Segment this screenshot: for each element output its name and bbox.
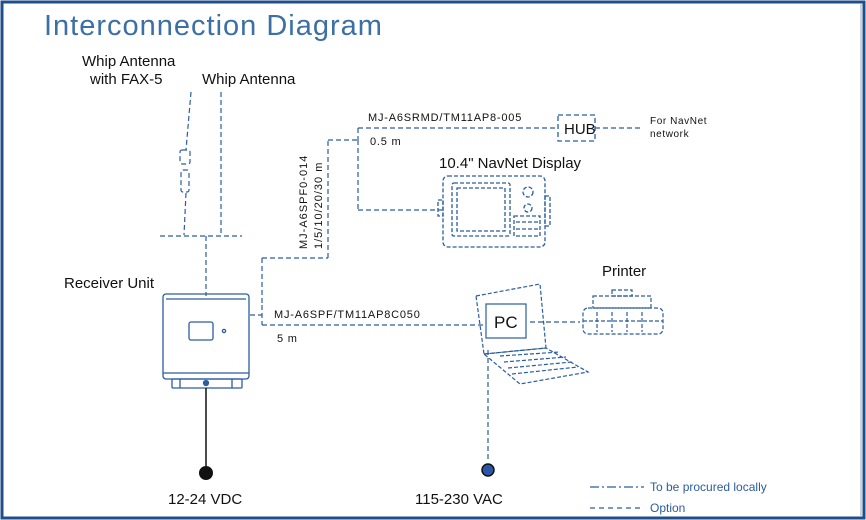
cable-hub-length: 0.5 m <box>370 136 402 148</box>
navnet-display <box>437 175 551 248</box>
dc-power-label: 12-24 VDC <box>168 491 242 508</box>
whip-antenna-fax5 <box>179 91 192 236</box>
navnet-network-label-2: network <box>650 129 690 140</box>
hub-box <box>557 114 596 142</box>
connection-lines <box>160 127 640 462</box>
pc-label: PC <box>494 313 518 332</box>
cable-pc-model: MJ-A6SPF/TM11AP8C050 <box>274 309 421 321</box>
ac-power-terminal-icon <box>481 463 495 477</box>
legend-local-label: To be procured locally <box>650 480 767 494</box>
pc-laptop <box>475 283 590 385</box>
dc-power-terminal-icon <box>199 466 213 480</box>
receiver-unit <box>162 293 250 389</box>
cable-display-lengths: 1/5/10/20/30 m <box>313 162 325 249</box>
hub-label: HUB <box>564 121 596 138</box>
diagram-title: Interconnection Diagram <box>44 10 383 42</box>
printer-label: Printer <box>602 263 646 280</box>
legend-option-label: Option <box>650 501 685 515</box>
ac-power-label: 115-230 VAC <box>415 491 503 508</box>
cable-pc-length: 5 m <box>277 333 298 345</box>
cable-display-model: MJ-A6SPF0-014 <box>298 155 310 249</box>
receiver-label: Receiver Unit <box>64 275 155 292</box>
navnet-network-label-1: For NavNet <box>650 116 707 127</box>
whip-fax-label-2: with FAX-5 <box>89 71 163 88</box>
whip-label: Whip Antenna <box>202 71 296 88</box>
whip-fax-label-1: Whip Antenna <box>82 53 176 70</box>
display-label: 10.4" NavNet Display <box>439 155 582 172</box>
printer <box>582 289 664 335</box>
cable-hub-model: MJ-A6SRMD/TM11AP8-005 <box>368 112 522 124</box>
